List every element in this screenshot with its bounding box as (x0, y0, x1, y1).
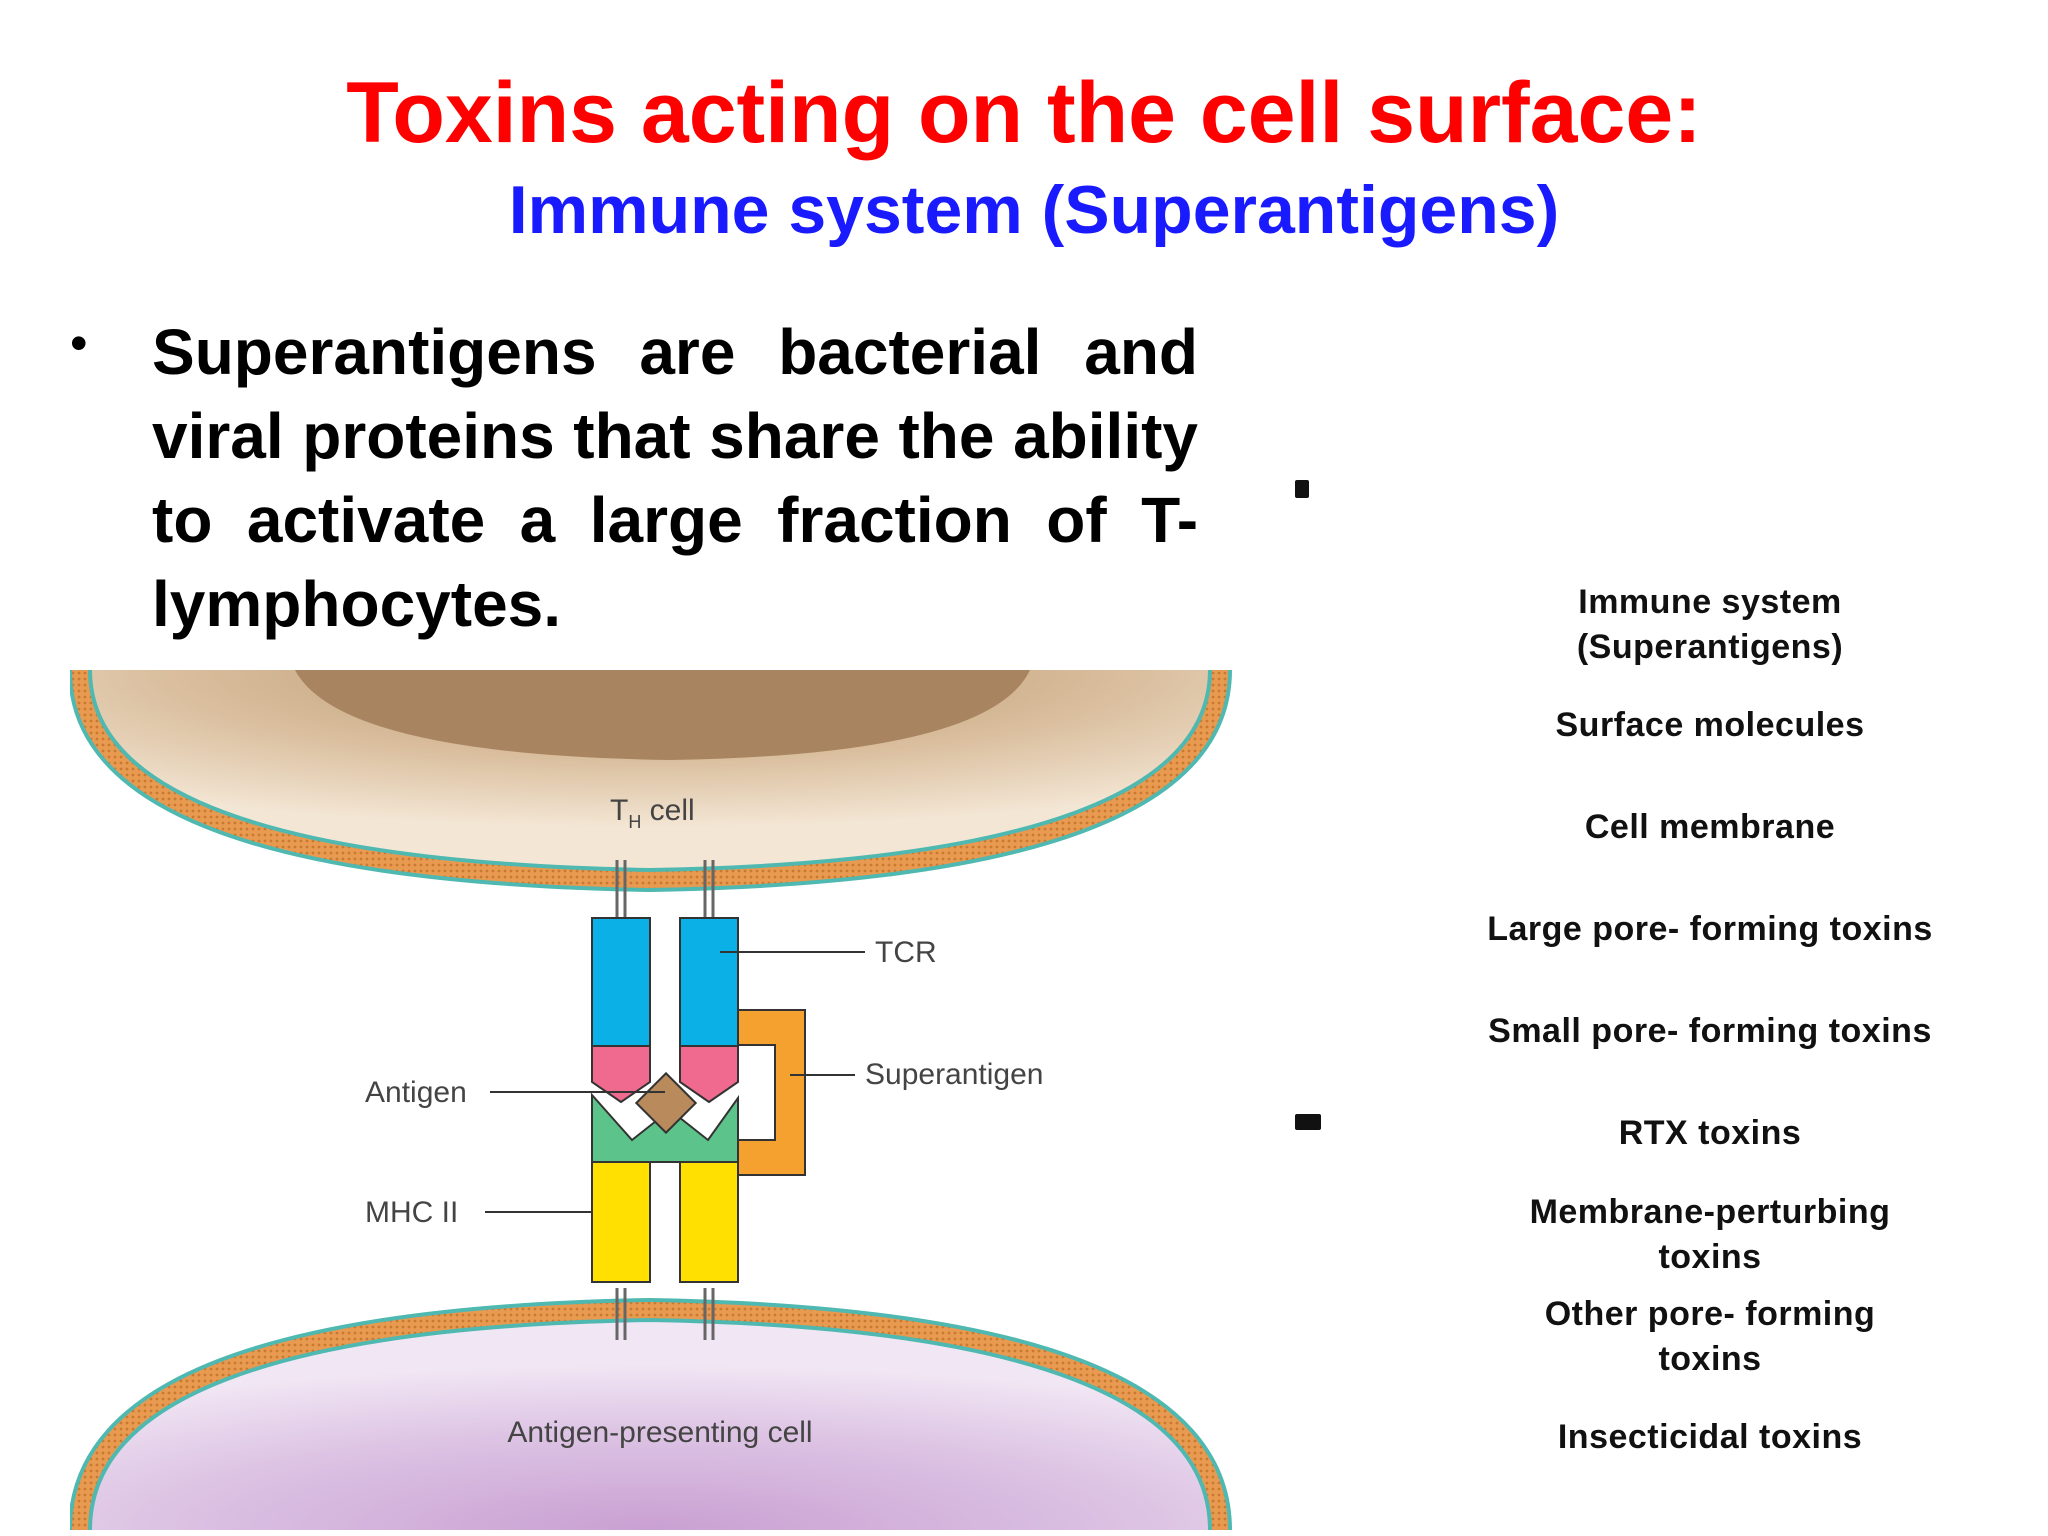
membrane-stalks (615, 860, 715, 1340)
list-item: Insecticidal toxins (1557, 1418, 1863, 1456)
bullet-text: Superantigens are bacterial and viral pr… (152, 316, 1198, 640)
slide-title: Toxins acting on the cell surface: (346, 65, 1702, 161)
antigen-presenting-cell (70, 1297, 1232, 1530)
mhc-ii-label: MHC II (365, 1196, 458, 1229)
th-cell-label: TH cell (610, 794, 695, 832)
superantigen-molecule (737, 1009, 806, 1176)
list-item: Immune system (Superantigens) (1576, 583, 1844, 666)
tcr-receptor (591, 917, 739, 1104)
antigen-molecule (634, 1071, 698, 1135)
antigen-label: Antigen (365, 1076, 467, 1109)
bracket-glyph-top (1295, 480, 1309, 498)
superantigen-diagram: TH cell Antigen-presenting cell TCR Supe (70, 670, 1232, 1530)
th-nucleus (295, 670, 1030, 760)
list-item: Large pore- forming toxins (1487, 910, 1933, 948)
tcr-label: TCR (875, 936, 937, 969)
slide-subtitle: Immune system (Superantigens) (508, 172, 1560, 248)
superantigen-label: Superantigen (865, 1058, 1043, 1091)
list-item: Cell membrane (1584, 808, 1836, 846)
list-item: Surface molecules (1555, 706, 1865, 744)
th-cell (70, 670, 1232, 893)
bracket-glyph-bottom (1295, 1114, 1321, 1130)
list-item: RTX toxins (1618, 1114, 1802, 1152)
apc-label: Antigen-presenting cell (507, 1416, 812, 1449)
leader-lines (485, 951, 865, 1213)
list-item: Small pore- forming toxins (1488, 1012, 1932, 1050)
list-item: Membrane-perturbing toxins (1529, 1193, 1891, 1276)
list-item: Other pore- forming toxins (1544, 1295, 1876, 1378)
bullet-icon: • (70, 315, 88, 371)
